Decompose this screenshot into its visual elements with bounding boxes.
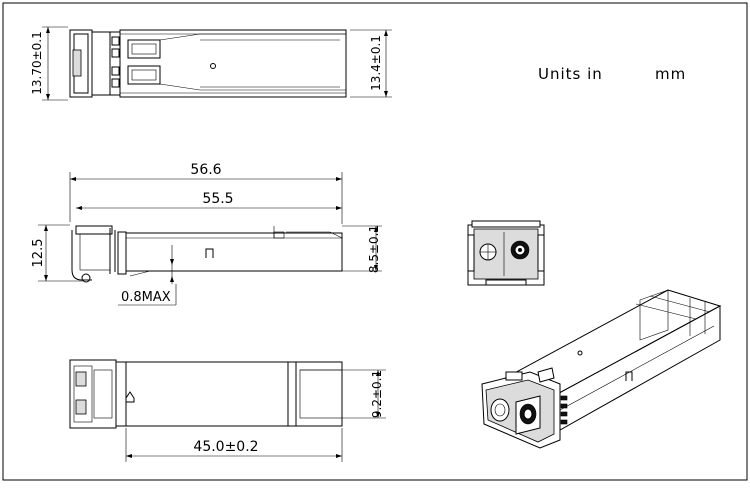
isometric-view <box>481 289 722 449</box>
dim-body-length: 55.5 <box>202 191 233 207</box>
front-view <box>467 220 545 286</box>
units-value: mm <box>655 65 686 83</box>
dim-bottom-width: 9.2±0.1 <box>370 370 384 418</box>
dim-top-height-left: 13.70±0.1 <box>30 31 44 95</box>
bottom-view: 9.2±0.1 45.0±0.2 <box>69 359 386 462</box>
dim-top-height-right: 13.4±0.1 <box>369 35 383 91</box>
dim-overall-length: 56.6 <box>190 162 221 178</box>
dim-bottom-length: 45.0±0.2 <box>193 439 258 455</box>
top-view: 13.70±0.1 13.4±0.1 <box>30 26 392 101</box>
side-view: 56.6 55.5 12.5 <box>31 162 382 306</box>
dim-side-height: 12.5 <box>31 239 46 268</box>
sheet-border <box>2 2 748 481</box>
dim-latch-max: 0.8MAX <box>121 290 171 305</box>
dim-side-body-height: 8.5±0.1 <box>367 225 381 273</box>
units-label: Units in <box>538 65 603 83</box>
